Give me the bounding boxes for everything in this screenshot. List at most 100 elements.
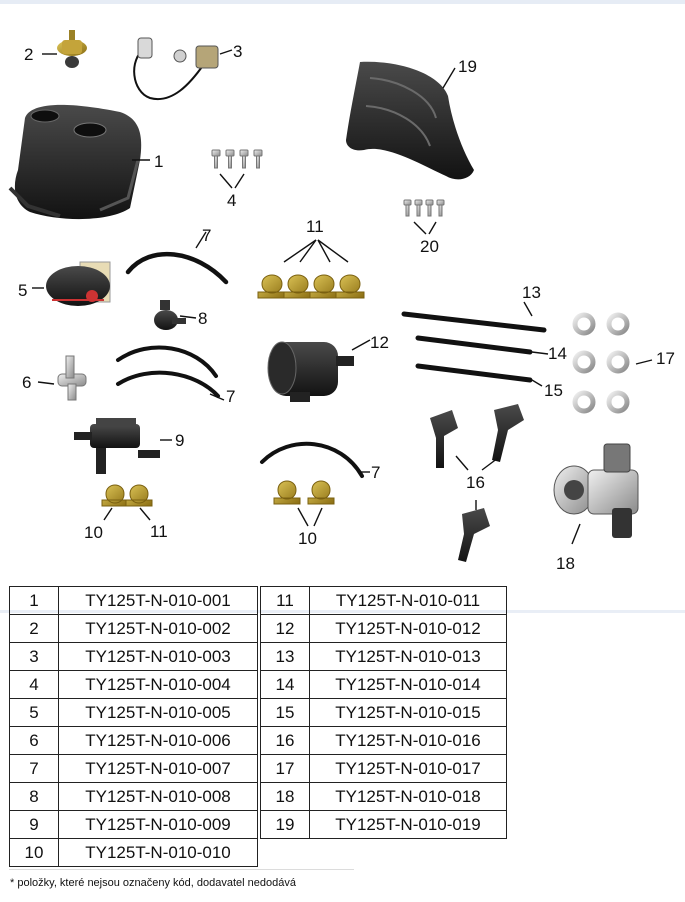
part-number-cell: 5 xyxy=(9,698,59,727)
part-code-cell: TY125T-N-010-012 xyxy=(309,614,507,643)
part-code-cell: TY125T-N-010-018 xyxy=(309,782,507,811)
part-7-hose-mid-1 xyxy=(116,345,218,378)
callout-7-mid: 7 xyxy=(226,387,235,406)
part-number-cell: 3 xyxy=(9,642,59,671)
part-number-cell: 9 xyxy=(9,810,59,839)
part-7-hose-top xyxy=(125,251,229,285)
part-code-cell: TY125T-N-010-005 xyxy=(58,698,258,727)
part-18-throttle-body xyxy=(553,443,639,538)
part-10-11-clamps-left xyxy=(101,484,153,507)
part-8-check-valve xyxy=(154,300,186,330)
part-number-cell: 1 xyxy=(9,586,59,615)
callout-14: 14 xyxy=(548,344,567,363)
part-number-cell: 7 xyxy=(9,754,59,783)
callout-5: 5 xyxy=(18,281,27,300)
part-code-cell: TY125T-N-010-008 xyxy=(58,782,258,811)
part-code-cell: TY125T-N-010-010 xyxy=(58,838,258,867)
callout-9: 9 xyxy=(175,431,184,450)
part-code-cell: TY125T-N-010-017 xyxy=(309,754,507,783)
part-code-cell: TY125T-N-010-015 xyxy=(309,698,507,727)
part-code-cell: TY125T-N-010-003 xyxy=(58,642,258,671)
part-6-t-fitting xyxy=(57,355,87,401)
callout-1: 1 xyxy=(154,152,163,171)
callout-20: 20 xyxy=(420,237,439,256)
callout-19: 19 xyxy=(458,57,477,76)
part-number-cell: 13 xyxy=(260,642,310,671)
callout-13: 13 xyxy=(522,283,541,302)
part-13-hose xyxy=(401,311,547,333)
part-16-quick-connectors xyxy=(430,404,524,562)
callout-8: 8 xyxy=(198,309,207,328)
part-number-cell: 14 xyxy=(260,670,310,699)
callout-11-top: 11 xyxy=(306,217,324,236)
part-number-cell: 15 xyxy=(260,698,310,727)
part-number-cell: 17 xyxy=(260,754,310,783)
exploded-parts-diagram: 2 3 1 4 19 20 xyxy=(8,30,675,573)
part-number-cell: 8 xyxy=(9,782,59,811)
part-code-cell: TY125T-N-010-011 xyxy=(309,586,507,615)
callout-16: 16 xyxy=(466,473,485,492)
callout-17: 17 xyxy=(656,349,675,368)
part-number-cell: 4 xyxy=(9,670,59,699)
callout-7-bottom: 7 xyxy=(371,463,380,482)
part-11-clamps-top xyxy=(257,274,365,299)
part-code-cell: TY125T-N-010-004 xyxy=(58,670,258,699)
callout-2: 2 xyxy=(24,45,33,64)
callout-15: 15 xyxy=(544,381,563,400)
part-15-hose xyxy=(415,363,533,383)
part-17-hose-clips xyxy=(572,312,630,414)
part-19-cover xyxy=(346,61,474,180)
callout-11-bottom: 11 xyxy=(150,522,168,541)
part-number-cell: 11 xyxy=(260,586,310,615)
top-bar xyxy=(0,0,685,4)
part-code-cell: TY125T-N-010-013 xyxy=(309,642,507,671)
part-20-screws xyxy=(403,199,445,217)
callout-10-left: 10 xyxy=(84,523,103,542)
part-number-cell: 6 xyxy=(9,726,59,755)
part-number-cell: 10 xyxy=(9,838,59,867)
part-code-cell: TY125T-N-010-014 xyxy=(309,670,507,699)
part-9-solenoid-valve xyxy=(74,418,160,474)
callout-7-top: 7 xyxy=(202,226,211,245)
part-number-cell: 18 xyxy=(260,782,310,811)
footnote-rule xyxy=(9,869,354,870)
part-number-cell: 19 xyxy=(260,810,310,839)
part-code-cell: TY125T-N-010-009 xyxy=(58,810,258,839)
part-code-cell: TY125T-N-010-007 xyxy=(58,754,258,783)
part-4-screws xyxy=(211,149,263,169)
part-code-cell: TY125T-N-010-002 xyxy=(58,614,258,643)
part-number-cell: 16 xyxy=(260,726,310,755)
callout-10-middle: 10 xyxy=(298,529,317,548)
part-number-cell: 12 xyxy=(260,614,310,643)
part-12-canister xyxy=(267,341,354,402)
part-7-hose-mid-2 xyxy=(116,370,220,398)
footnote: * položky, které nejsou označeny kód, do… xyxy=(10,877,296,889)
part-code-cell: TY125T-N-010-019 xyxy=(309,810,507,839)
part-code-cell: TY125T-N-010-016 xyxy=(309,726,507,755)
part-3-fuel-sensor xyxy=(133,37,219,101)
part-5-fuel-pump xyxy=(46,261,111,306)
part-code-cell: TY125T-N-010-001 xyxy=(58,586,258,615)
part-1-fuel-tank xyxy=(8,104,142,220)
callout-18: 18 xyxy=(556,554,575,573)
